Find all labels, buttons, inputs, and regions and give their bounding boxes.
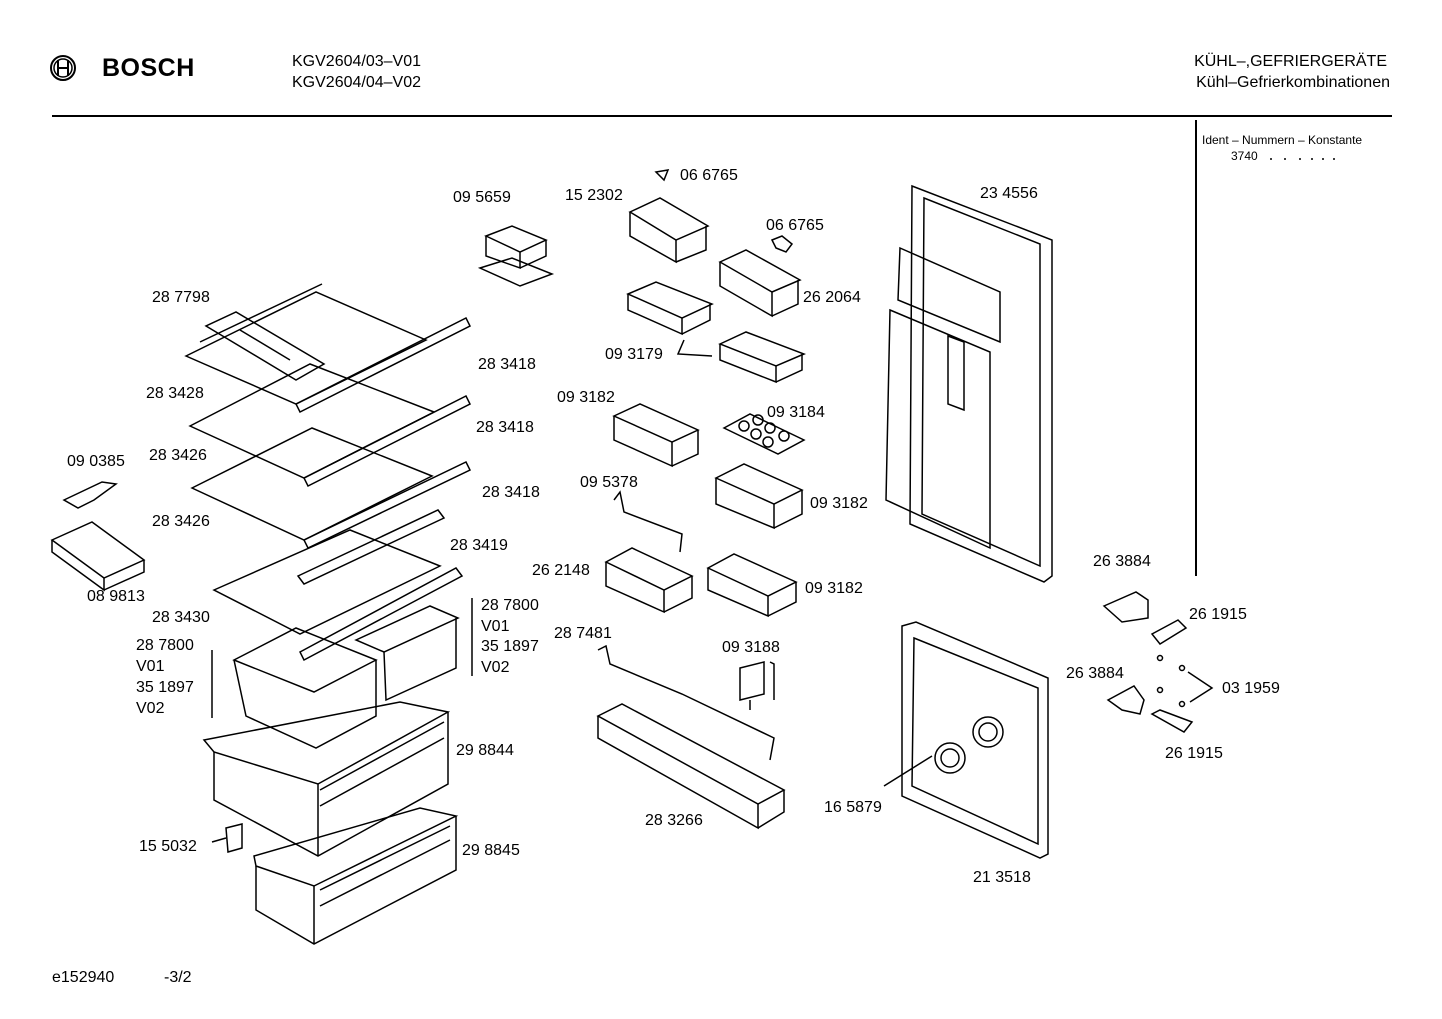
part-label: 03 1959 bbox=[1222, 680, 1280, 697]
part-label: 28 3418 bbox=[482, 484, 540, 501]
part-label: 09 3188 bbox=[722, 639, 780, 656]
part-155032-clip-icon bbox=[226, 824, 242, 852]
part-283418-trim-c bbox=[304, 462, 470, 548]
part-283419-trim bbox=[298, 510, 462, 660]
part-262148-bin bbox=[606, 548, 692, 612]
part-089813-ice-tray bbox=[52, 522, 144, 590]
part-label: 26 1915 bbox=[1189, 606, 1247, 623]
part-label: 28 7800 bbox=[481, 597, 539, 614]
part-label: 06 6765 bbox=[766, 217, 824, 234]
part-298844-freezer-drawer bbox=[204, 702, 448, 856]
part-031959-screws bbox=[1158, 656, 1213, 707]
part-label: 09 3182 bbox=[805, 580, 863, 597]
part-label: 09 5659 bbox=[453, 189, 511, 206]
part-283266-shelf bbox=[598, 704, 784, 828]
part-093184-egg-tray bbox=[724, 414, 804, 454]
part-label: 28 3418 bbox=[476, 419, 534, 436]
part-label: 26 1915 bbox=[1165, 745, 1223, 762]
part-234556-door bbox=[886, 186, 1052, 582]
part-263884-hinge-a bbox=[1104, 592, 1148, 622]
part-label: 09 3182 bbox=[810, 495, 868, 512]
part-152302-lid bbox=[630, 198, 708, 262]
page-number: -3/2 bbox=[164, 969, 192, 986]
part-label: 28 7481 bbox=[554, 625, 612, 642]
part-label: 28 7798 bbox=[152, 289, 210, 306]
part-label: 09 3179 bbox=[605, 346, 663, 363]
part-093182-bin-b bbox=[716, 464, 802, 528]
part-label: 28 3426 bbox=[152, 513, 210, 530]
part-label: 09 0385 bbox=[67, 453, 125, 470]
part-263884-hinge-b bbox=[1108, 686, 1144, 714]
part-label: 15 2302 bbox=[565, 187, 623, 204]
part-261915-bracket-b bbox=[1152, 710, 1192, 732]
part-label: 35 1897 bbox=[481, 638, 539, 655]
part-093182-bin-c bbox=[708, 554, 796, 616]
part-283426-shelf-b bbox=[214, 530, 440, 634]
part-label: 26 2148 bbox=[532, 562, 590, 579]
part-label: 09 3184 bbox=[767, 404, 825, 421]
part-066765-clip2-icon bbox=[772, 236, 792, 252]
drawing-code: e152940 bbox=[52, 969, 115, 986]
part-283428-shelf bbox=[190, 364, 434, 478]
part-label: 35 1897 bbox=[136, 679, 194, 696]
part-label: 08 9813 bbox=[87, 588, 145, 605]
part-093182-bin-a bbox=[614, 404, 698, 466]
leader-093179 bbox=[678, 340, 712, 356]
part-label: 28 3430 bbox=[152, 609, 210, 626]
ident-title: Ident – Nummern – Konstante bbox=[1202, 133, 1363, 147]
part-287481-wire bbox=[598, 646, 774, 760]
variant-label: V02 bbox=[136, 700, 165, 717]
bosch-logo-icon bbox=[51, 56, 75, 80]
category-title: KÜHL–,GEFRIERGERÄTE bbox=[1194, 53, 1387, 70]
variant-label: V02 bbox=[481, 659, 510, 676]
part-095378-wire bbox=[614, 492, 682, 552]
part-label: 29 8844 bbox=[456, 742, 514, 759]
variant-label: V01 bbox=[481, 618, 510, 635]
part-label: 28 3266 bbox=[645, 812, 703, 829]
part-283418-trim-b bbox=[304, 396, 470, 486]
leader-165879 bbox=[884, 756, 932, 786]
part-298845-freezer-drawer bbox=[254, 808, 456, 944]
part-093188-clip bbox=[740, 662, 774, 710]
leader-155032 bbox=[212, 838, 226, 842]
model-number-2: KGV2604/04–V02 bbox=[292, 74, 421, 91]
part-label: 09 5378 bbox=[580, 474, 638, 491]
variant-label: V01 bbox=[136, 658, 165, 675]
part-label: 28 3418 bbox=[478, 356, 536, 373]
model-number-1: KGV2604/03–V01 bbox=[292, 53, 421, 70]
part-label: 16 5879 bbox=[824, 799, 882, 816]
part-283418-trim-a bbox=[296, 318, 470, 412]
part-287798-shelf bbox=[186, 284, 426, 404]
brand-logo-text: BOSCH bbox=[102, 54, 195, 82]
part-label: 28 3419 bbox=[450, 537, 508, 554]
category-subtitle: Kühl–Gefrierkombinationen bbox=[1196, 74, 1390, 91]
part-066765-clip-icon bbox=[656, 170, 668, 180]
part-label: 26 3884 bbox=[1093, 553, 1151, 570]
ident-value: 3740 bbox=[1231, 149, 1258, 163]
part-label: 23 4556 bbox=[980, 185, 1038, 202]
part-label: 28 3426 bbox=[149, 447, 207, 464]
part-label: 28 3428 bbox=[146, 385, 204, 402]
part-093179-tray-a bbox=[628, 282, 712, 334]
part-090385-scraper-icon bbox=[64, 482, 116, 508]
part-label: 06 6765 bbox=[680, 167, 738, 184]
part-283426-shelf-a bbox=[192, 428, 432, 540]
part-label: 09 3182 bbox=[557, 389, 615, 406]
part-label: 21 3518 bbox=[973, 869, 1031, 886]
part-351897-drawer-b bbox=[356, 606, 458, 700]
part-262064-lid bbox=[720, 250, 800, 316]
ident-dots bbox=[1270, 158, 1335, 160]
part-093179-tray-b bbox=[720, 332, 804, 382]
part-095659-box bbox=[480, 226, 552, 286]
part-label: 26 3884 bbox=[1066, 665, 1124, 682]
part-label: 26 2064 bbox=[803, 289, 861, 306]
part-label: 29 8845 bbox=[462, 842, 520, 859]
part-label: 28 7800 bbox=[136, 637, 194, 654]
part-287800-drawer-a bbox=[234, 628, 376, 748]
part-261915-bracket-a bbox=[1152, 620, 1186, 644]
part-213518-door bbox=[902, 622, 1048, 858]
part-label: 15 5032 bbox=[139, 838, 197, 855]
